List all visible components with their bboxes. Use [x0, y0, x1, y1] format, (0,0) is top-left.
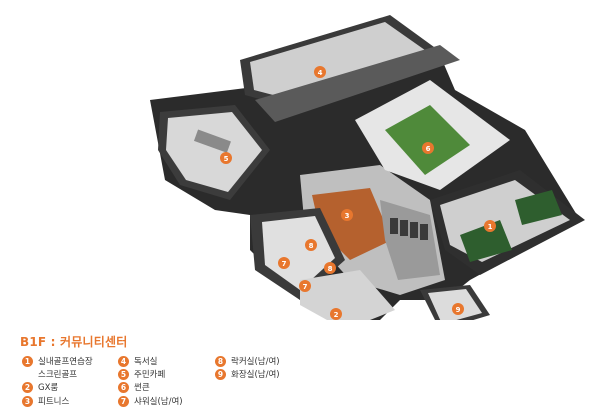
- svg-text:7: 7: [303, 283, 308, 291]
- legend-badge: 3: [22, 395, 33, 407]
- marker-7b: 7: [299, 280, 311, 292]
- cafe-floor: [166, 112, 262, 192]
- legend-label: 실내골프연습장: [38, 357, 93, 367]
- north-corridor-roof: [255, 45, 460, 122]
- locker-floor: [262, 216, 335, 290]
- marker-9: 9: [452, 303, 464, 315]
- svg-text:8: 8: [328, 265, 333, 273]
- legend-label: 독서실: [134, 357, 158, 367]
- legend-item-6: 6 썬큰: [118, 381, 150, 393]
- legend-label: 샤워실(남/여): [134, 397, 183, 407]
- legend-item-2: 2 GX룸: [22, 381, 58, 393]
- golf-green-2: [515, 190, 562, 225]
- marker-1: 1: [484, 220, 496, 232]
- svg-text:6: 6: [426, 145, 431, 153]
- legend-badge: 2: [22, 381, 33, 393]
- marker-8b: 8: [324, 262, 336, 274]
- sunken-lawn: [385, 105, 470, 175]
- marker-7a: 7: [278, 257, 290, 269]
- legend-label: GX룸: [38, 383, 59, 393]
- svg-text:7: 7: [282, 260, 287, 268]
- legend-label: 락커실(남/여): [231, 357, 280, 367]
- legend-label: 피트니스: [38, 397, 70, 407]
- legend-label: 썬큰: [134, 383, 150, 393]
- marker-4: 4: [314, 66, 326, 78]
- golf-green-1: [460, 220, 512, 262]
- gx-room: [300, 270, 395, 320]
- svg-text:4: 4: [318, 69, 323, 77]
- svg-text:2: 2: [334, 311, 339, 319]
- legend-item-3: 3 피트니스: [22, 395, 69, 407]
- legend-badge: 5: [118, 368, 129, 380]
- marker-6: 6: [422, 142, 434, 154]
- isometric-floor-plan: 1 2 3 4 5 6 7 7 8 8 9: [150, 15, 585, 320]
- legend-badge: 7: [118, 395, 129, 407]
- cafe-counter: [193, 129, 231, 153]
- legend-badge: 8: [215, 355, 226, 367]
- legend-item-1-sub: 스크린골프: [38, 370, 78, 380]
- treadmill-row: [390, 218, 428, 240]
- svg-text:5: 5: [224, 155, 229, 163]
- legend-badge: 1: [22, 355, 33, 367]
- legend-item-8: 8 락커실(남/여): [215, 355, 280, 367]
- svg-text:1: 1: [488, 223, 493, 231]
- legend-item-7: 7 샤워실(남/여): [118, 395, 183, 407]
- legend-item-5: 5 주민카페: [118, 368, 165, 380]
- legend-item-1: 1 실내골프연습장: [22, 355, 93, 367]
- legend-label: 화장실(남/여): [231, 370, 280, 380]
- marker-8a: 8: [305, 239, 317, 251]
- marker-2: 2: [330, 308, 342, 320]
- svg-text:8: 8: [309, 242, 314, 250]
- svg-text:3: 3: [345, 212, 350, 220]
- legend-badge: 9: [215, 368, 226, 380]
- legend-item-9: 9 화장실(남/여): [215, 368, 280, 380]
- legend-badge: 6: [118, 381, 129, 393]
- floor-title: B1F : 커뮤니티센터: [20, 335, 128, 349]
- marker-3: 3: [341, 209, 353, 221]
- marker-5: 5: [220, 152, 232, 164]
- legend-label: 주민카페: [134, 370, 166, 380]
- legend-badge: 4: [118, 355, 129, 367]
- legend-item-4: 4 독서실: [118, 355, 157, 367]
- svg-text:9: 9: [456, 306, 461, 314]
- north-wing-floor: [250, 22, 432, 102]
